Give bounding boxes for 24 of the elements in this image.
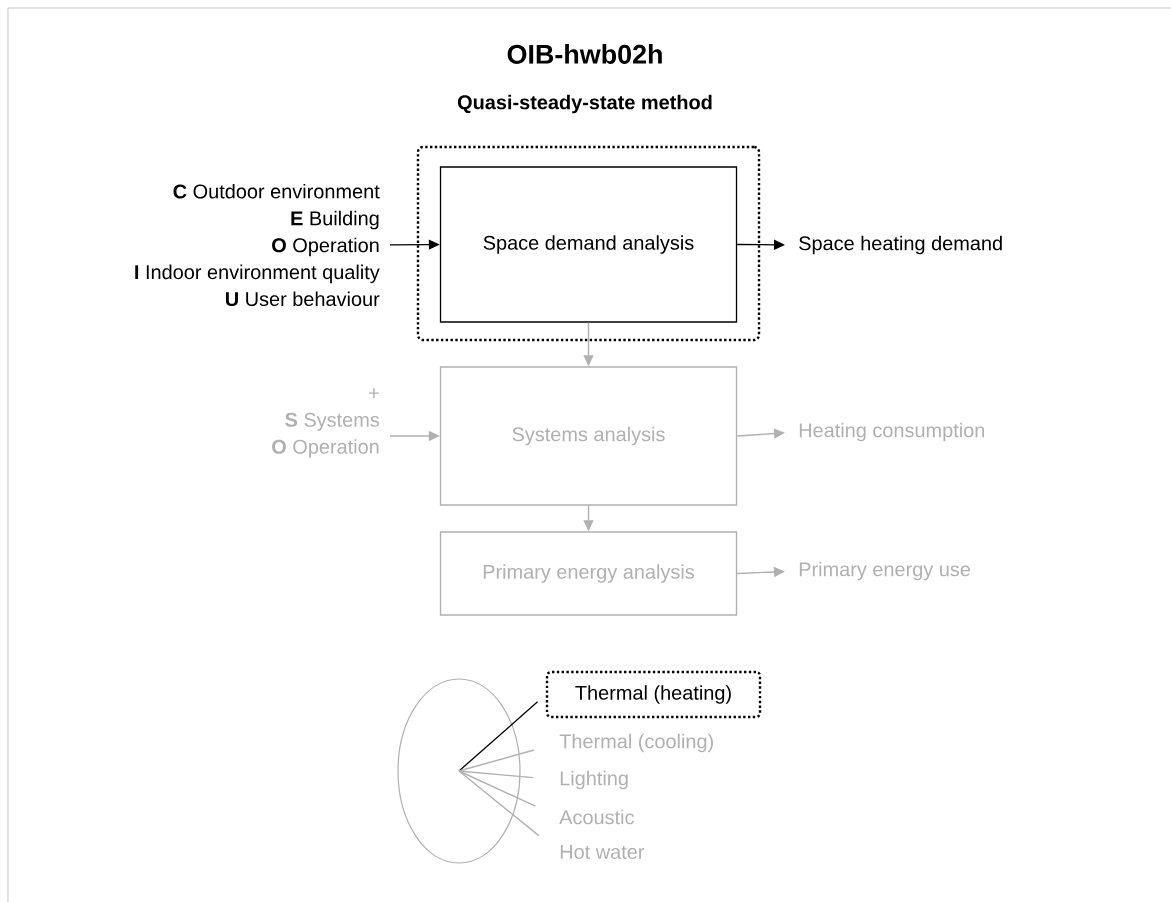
process-box: Space demand analysis (439, 166, 738, 323)
process-box: Systems analysis (439, 366, 738, 506)
connector-line (458, 749, 535, 772)
category-text: Hot water (560, 845, 645, 859)
title: OIB-hwb02h (507, 44, 662, 64)
subtitle: Quasi-steady-state method (457, 94, 712, 114)
process-box: Primary energy analysis (439, 531, 738, 616)
category-text: Thermal (cooling) (559, 733, 713, 753)
connector-line (458, 770, 537, 807)
connector-line (458, 770, 540, 837)
connector-line (458, 701, 539, 772)
output-text: Heating consumption (799, 422, 985, 442)
highlighted-category: Thermal (heating) (545, 670, 762, 719)
category-text: Acoustic (559, 809, 634, 825)
arrow (736, 428, 785, 439)
connector-line (458, 770, 534, 779)
input-list: C Outdoor environment E Building O Operation I Indoor environment quality U User behaviour (135, 183, 380, 307)
input-list: + S Systems O Operation (272, 388, 380, 458)
output-text: Primary energy use (799, 561, 970, 581)
arrow (736, 239, 785, 250)
output-text: Space heating demand (799, 235, 1002, 255)
ellipse (397, 678, 521, 864)
dotted-highlight-frame (416, 145, 761, 342)
category-text: Lighting (560, 770, 628, 790)
